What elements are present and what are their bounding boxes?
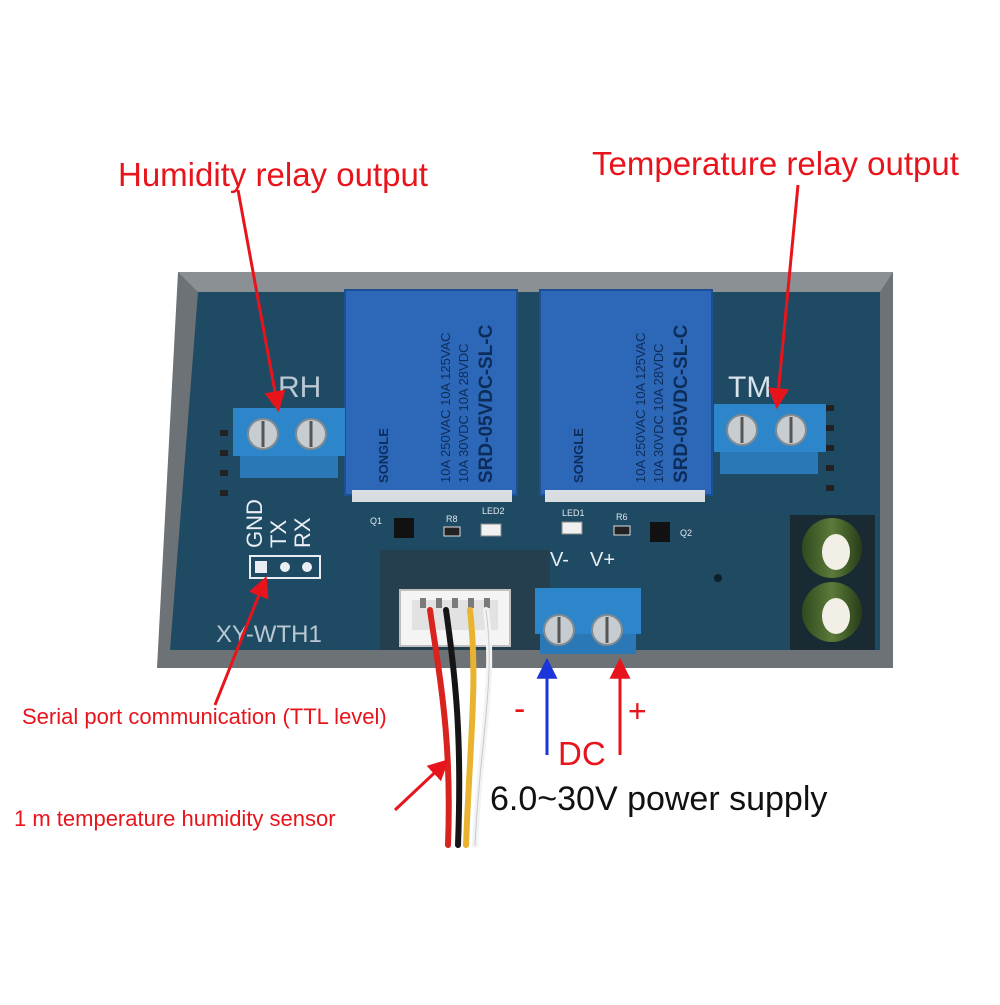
led2 [480, 523, 502, 537]
relay-2 [539, 289, 713, 502]
relay-model: SRD-05VDC-SL-C [671, 324, 692, 483]
label-r6: R6 [616, 512, 628, 522]
relay-2-markings: SONGLE 10A 250VAC 10A 125VAC 10A 30VDC 1… [571, 324, 692, 483]
serial-labels: GND TX RX [242, 499, 315, 548]
power-terminal [535, 588, 641, 654]
label-q2: Q2 [680, 528, 692, 538]
led1 [561, 521, 583, 535]
relay-rating-ac: 10A 250VAC 10A 125VAC [633, 332, 648, 483]
temperature-relay-terminal [714, 404, 826, 474]
pin-gnd-label: GND [242, 499, 267, 548]
label-q1: Q1 [370, 516, 382, 526]
dc-label: DC [558, 735, 606, 772]
humidity-relay-terminal [233, 408, 345, 478]
sensor-annotation: 1 m temperature humidity sensor [14, 806, 336, 831]
power-supply-label: 6.0~30V power supply [490, 780, 828, 818]
sensor-cable [427, 607, 493, 848]
v-plus-silkscreen: V+ [590, 549, 615, 571]
tm-silkscreen: TM [728, 371, 771, 404]
arrow-serial [213, 576, 269, 706]
relay-1 [344, 289, 518, 502]
v-minus-silkscreen: V- [550, 549, 569, 571]
relay-rating-ac: 10A 250VAC 10A 125VAC [438, 332, 453, 483]
minus-sign: - [514, 690, 526, 728]
relay-rating-dc: 10A 30VDC 10A 28VDC [651, 344, 666, 483]
pin-tx-label: TX [266, 520, 291, 548]
plus-sign: + [628, 693, 647, 729]
pin-rx-label: RX [290, 517, 315, 548]
resistor-r8 [443, 526, 461, 537]
serial-header [249, 555, 321, 579]
label-led1: LED1 [562, 508, 585, 518]
label-led2: LED2 [482, 506, 505, 516]
model-silkscreen: XY-WTH1 [216, 621, 322, 648]
arrow-humidity [236, 189, 286, 413]
transistor-q2 [650, 522, 670, 542]
sensor-connector [399, 589, 511, 647]
relay-brand: SONGLE [571, 428, 586, 483]
relay-brand: SONGLE [376, 428, 391, 483]
transistor-q1 [394, 518, 414, 538]
serial-port-annotation: Serial port communication (TTL level) [22, 704, 387, 729]
relay-1-markings: SONGLE 10A 250VAC 10A 125VAC 10A 30VDC 1… [376, 324, 497, 483]
temperature-relay-annotation: Temperature relay output [592, 145, 959, 182]
relay-model: SRD-05VDC-SL-C [476, 324, 497, 483]
relay-rating-dc: 10A 30VDC 10A 28VDC [456, 344, 471, 483]
humidity-relay-annotation: Humidity relay output [118, 156, 428, 193]
rh-silkscreen: RH [278, 371, 321, 404]
label-r8: R8 [446, 514, 458, 524]
resistor-r6 [613, 525, 631, 536]
arrow-sensor [393, 759, 450, 812]
arrow-temperature [768, 184, 800, 410]
